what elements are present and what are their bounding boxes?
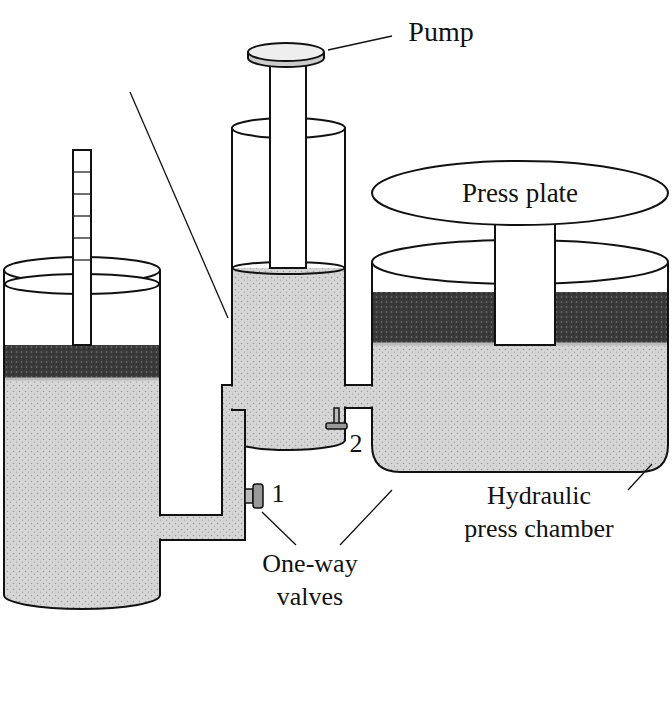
outlet-pipe [345,385,372,408]
gauge-ticks [73,172,91,260]
reservoir [4,150,160,609]
fluid [4,380,160,609]
part-label: 2 [346,428,366,461]
gauge-rod [73,150,91,345]
pipe-joint [342,387,349,407]
leader-line [130,92,228,318]
plate-ellipse [372,161,668,225]
part-label: Pump [396,14,486,49]
valve-1 [245,489,253,503]
valve-1-knob [253,484,263,508]
oil-layer [4,345,160,380]
bracket-line [340,490,392,545]
valve-2 [334,408,339,424]
part-label: 1 [268,478,288,511]
layer-line [4,378,160,381]
bracket-line [262,512,296,545]
pump-rod [270,58,306,268]
pipe-joint [229,387,236,409]
inlet-pipe [160,385,245,540]
valve-2-knob [326,423,347,429]
pipe-joint [369,387,375,407]
valves [245,408,347,508]
node-text: Press plate [462,177,578,209]
leader-line [628,464,652,490]
leader-lines [130,36,652,545]
press-plate: Press plate [370,158,670,228]
press-chamber [372,215,668,472]
press-column [495,215,555,345]
plate-text-holder: Press plate [370,158,670,228]
pipe-joint [157,517,164,539]
fluid [372,345,668,472]
pump-handle-top [248,43,324,61]
leader-line [328,36,392,50]
part-label: Hydraulic press chamber [460,480,618,545]
part-label: One-way valves [250,548,370,613]
pump [232,43,345,450]
